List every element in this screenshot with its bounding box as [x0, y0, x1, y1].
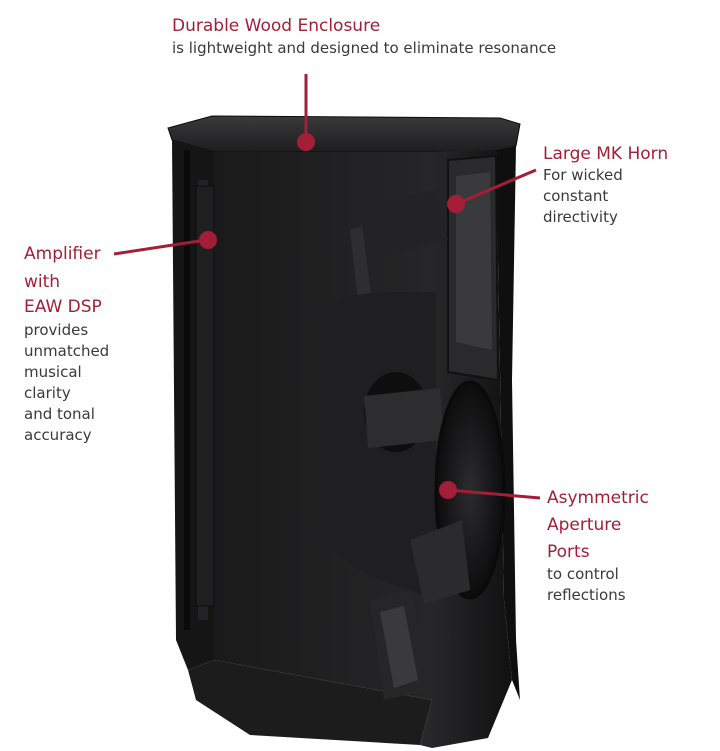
ports-callout-title-line-1: Asymmetric	[547, 488, 649, 508]
horn-leader-dot	[447, 195, 465, 213]
amplifier-leader-line	[113, 238, 207, 256]
amplifier-callout-title-line-1: Amplifier	[24, 244, 101, 264]
enclosure-leader-dot	[297, 133, 315, 151]
ports-callout-description-line-1: to control	[547, 565, 619, 583]
aperture-ports	[370, 520, 470, 700]
ports-leader-line	[447, 488, 541, 500]
horn-callout-title: Large MK Horn	[543, 144, 669, 164]
amplifier-callout-description-line-3: musical	[24, 363, 82, 381]
amplifier-callout-title-line-3: EAW DSP	[24, 297, 102, 317]
horn-callout-description-line-1: For wicked	[543, 166, 623, 184]
ports-callout-description-line-2: reflections	[547, 586, 626, 604]
mk-horn	[350, 154, 500, 382]
leader-lines	[113, 74, 541, 500]
horn-leader-line	[455, 168, 537, 206]
ports-callout-title-line-2: Aperture	[547, 515, 622, 535]
amplifier-callout-description-line-2: unmatched	[24, 342, 110, 360]
amplifier-callout-description-line-4: clarity	[24, 384, 71, 402]
amplifier-leader-dot	[199, 231, 217, 249]
horn-callout-description-line-3: directivity	[543, 208, 618, 226]
amplifier-callout-title-line-2: with	[24, 272, 61, 292]
amplifier-callout-description-line-5: and tonal	[24, 405, 95, 423]
enclosure-callout-description: is lightweight and designed to eliminate…	[172, 39, 557, 57]
amplifier-callout-description-line-1: provides	[24, 321, 89, 339]
ports-callout-title-line-3: Ports	[547, 542, 590, 562]
horn-callout-description-line-2: constant	[543, 187, 609, 205]
enclosure-callout-title: Durable Wood Enclosure	[172, 16, 381, 36]
ports-leader-dot	[439, 481, 457, 499]
amplifier-callout-description-line-6: accuracy	[24, 426, 92, 444]
